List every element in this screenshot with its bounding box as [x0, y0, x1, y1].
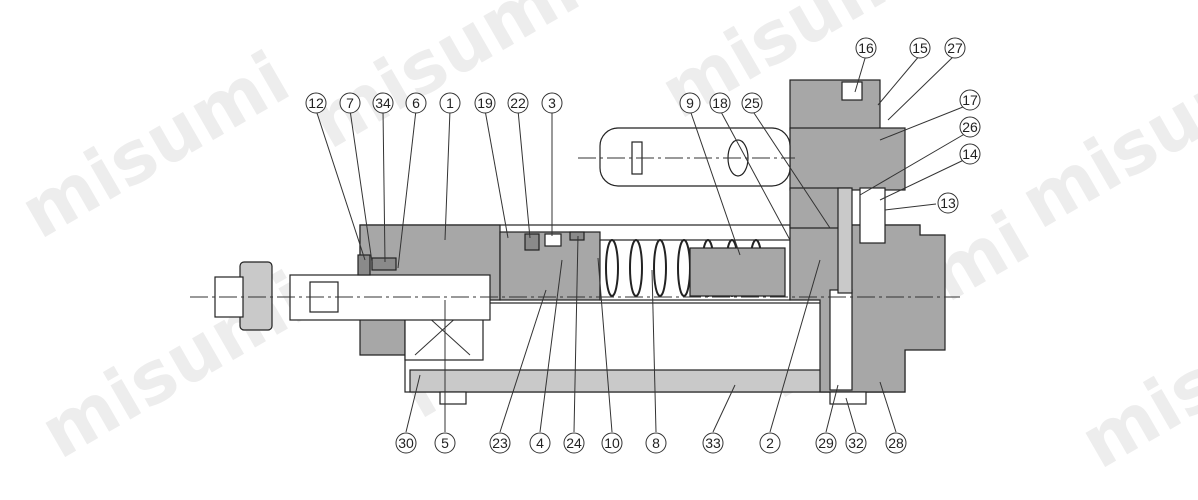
svg-text:29: 29: [818, 435, 834, 451]
svg-text:12: 12: [308, 95, 324, 111]
svg-text:6: 6: [412, 95, 420, 111]
callout-4: 4: [529, 432, 551, 454]
callout-6: 6: [405, 92, 427, 114]
callout-33: 33: [702, 432, 724, 454]
head-cover: [789, 224, 946, 393]
svg-text:5: 5: [441, 435, 449, 451]
callout-30: 30: [395, 432, 417, 454]
svg-text:18: 18: [712, 95, 728, 111]
svg-text:30: 30: [398, 435, 414, 451]
rod-end-nut: [239, 261, 273, 331]
wiper-ring: [371, 257, 397, 271]
callout-3: 3: [541, 92, 563, 114]
callout-18: 18: [709, 92, 731, 114]
watermark-text: misumi: [1007, 25, 1198, 245]
callout-2: 2: [759, 432, 781, 454]
svg-text:3: 3: [548, 95, 556, 111]
callout-32: 32: [845, 432, 867, 454]
svg-text:1: 1: [446, 95, 454, 111]
svg-text:22: 22: [510, 95, 526, 111]
wear-ring: [569, 231, 585, 241]
svg-text:15: 15: [912, 40, 928, 56]
callout-16: 16: [855, 37, 877, 59]
svg-text:33: 33: [705, 435, 721, 451]
lock-pin: [859, 187, 886, 244]
callout-27: 27: [944, 37, 966, 59]
lock-screw: [841, 81, 863, 101]
lock-plunger: [837, 187, 853, 294]
callout-17: 17: [959, 89, 981, 111]
callout-24: 24: [563, 432, 585, 454]
magnet: [544, 233, 562, 247]
svg-text:7: 7: [346, 95, 354, 111]
callout-26: 26: [959, 116, 981, 138]
svg-text:9: 9: [686, 95, 694, 111]
callout-12: 12: [305, 92, 327, 114]
svg-text:8: 8: [652, 435, 660, 451]
head-port-passage: [829, 289, 853, 391]
rod-seal: [357, 254, 371, 276]
svg-text:28: 28: [888, 435, 904, 451]
callout-7: 7: [339, 92, 361, 114]
piston-seal: [524, 233, 540, 251]
svg-text:34: 34: [375, 95, 391, 111]
cylinder-body: [190, 79, 960, 405]
svg-text:23: 23: [492, 435, 508, 451]
watermark-text: misumi: [27, 255, 323, 475]
leader-lines: [315, 54, 969, 433]
svg-text:16: 16: [858, 40, 874, 56]
svg-text:27: 27: [947, 40, 963, 56]
svg-text:25: 25: [744, 95, 760, 111]
spring-guide: [689, 247, 786, 297]
tie-rod: [409, 369, 886, 393]
svg-text:4: 4: [536, 435, 544, 451]
svg-text:13: 13: [940, 195, 956, 211]
watermark-text: misumi: [7, 35, 303, 255]
callout-25: 25: [741, 92, 763, 114]
callout-34: 34: [372, 92, 394, 114]
svg-text:26: 26: [962, 119, 978, 135]
callout-23: 23: [489, 432, 511, 454]
callout-29: 29: [815, 432, 837, 454]
callout-28: 28: [885, 432, 907, 454]
mount-nut-left: [439, 391, 467, 405]
svg-text:2: 2: [766, 435, 774, 451]
svg-text:10: 10: [604, 435, 620, 451]
callouts-top: 12 7 34 6 1 19 22 3 9 18 25 16 15 27 17 …: [305, 37, 981, 214]
svg-text:17: 17: [962, 92, 978, 108]
callout-8: 8: [645, 432, 667, 454]
callout-5: 5: [434, 432, 456, 454]
lock-unit-top: [789, 79, 881, 131]
watermark-text: misumi: [297, 0, 593, 165]
callout-10: 10: [601, 432, 623, 454]
svg-text:14: 14: [962, 146, 978, 162]
callout-13: 13: [937, 192, 959, 214]
callout-1: 1: [439, 92, 461, 114]
auto-switch: [599, 127, 791, 187]
svg-text:24: 24: [566, 435, 582, 451]
svg-text:19: 19: [477, 95, 493, 111]
callout-9: 9: [679, 92, 701, 114]
callouts-bottom: 30 5 23 4 24 10 8 33 2 29 32 28: [395, 432, 907, 454]
callout-19: 19: [474, 92, 496, 114]
watermark-text: misumi: [1067, 265, 1198, 485]
callout-15: 15: [909, 37, 931, 59]
callout-22: 22: [507, 92, 529, 114]
svg-text:32: 32: [848, 435, 864, 451]
callout-14: 14: [959, 143, 981, 165]
